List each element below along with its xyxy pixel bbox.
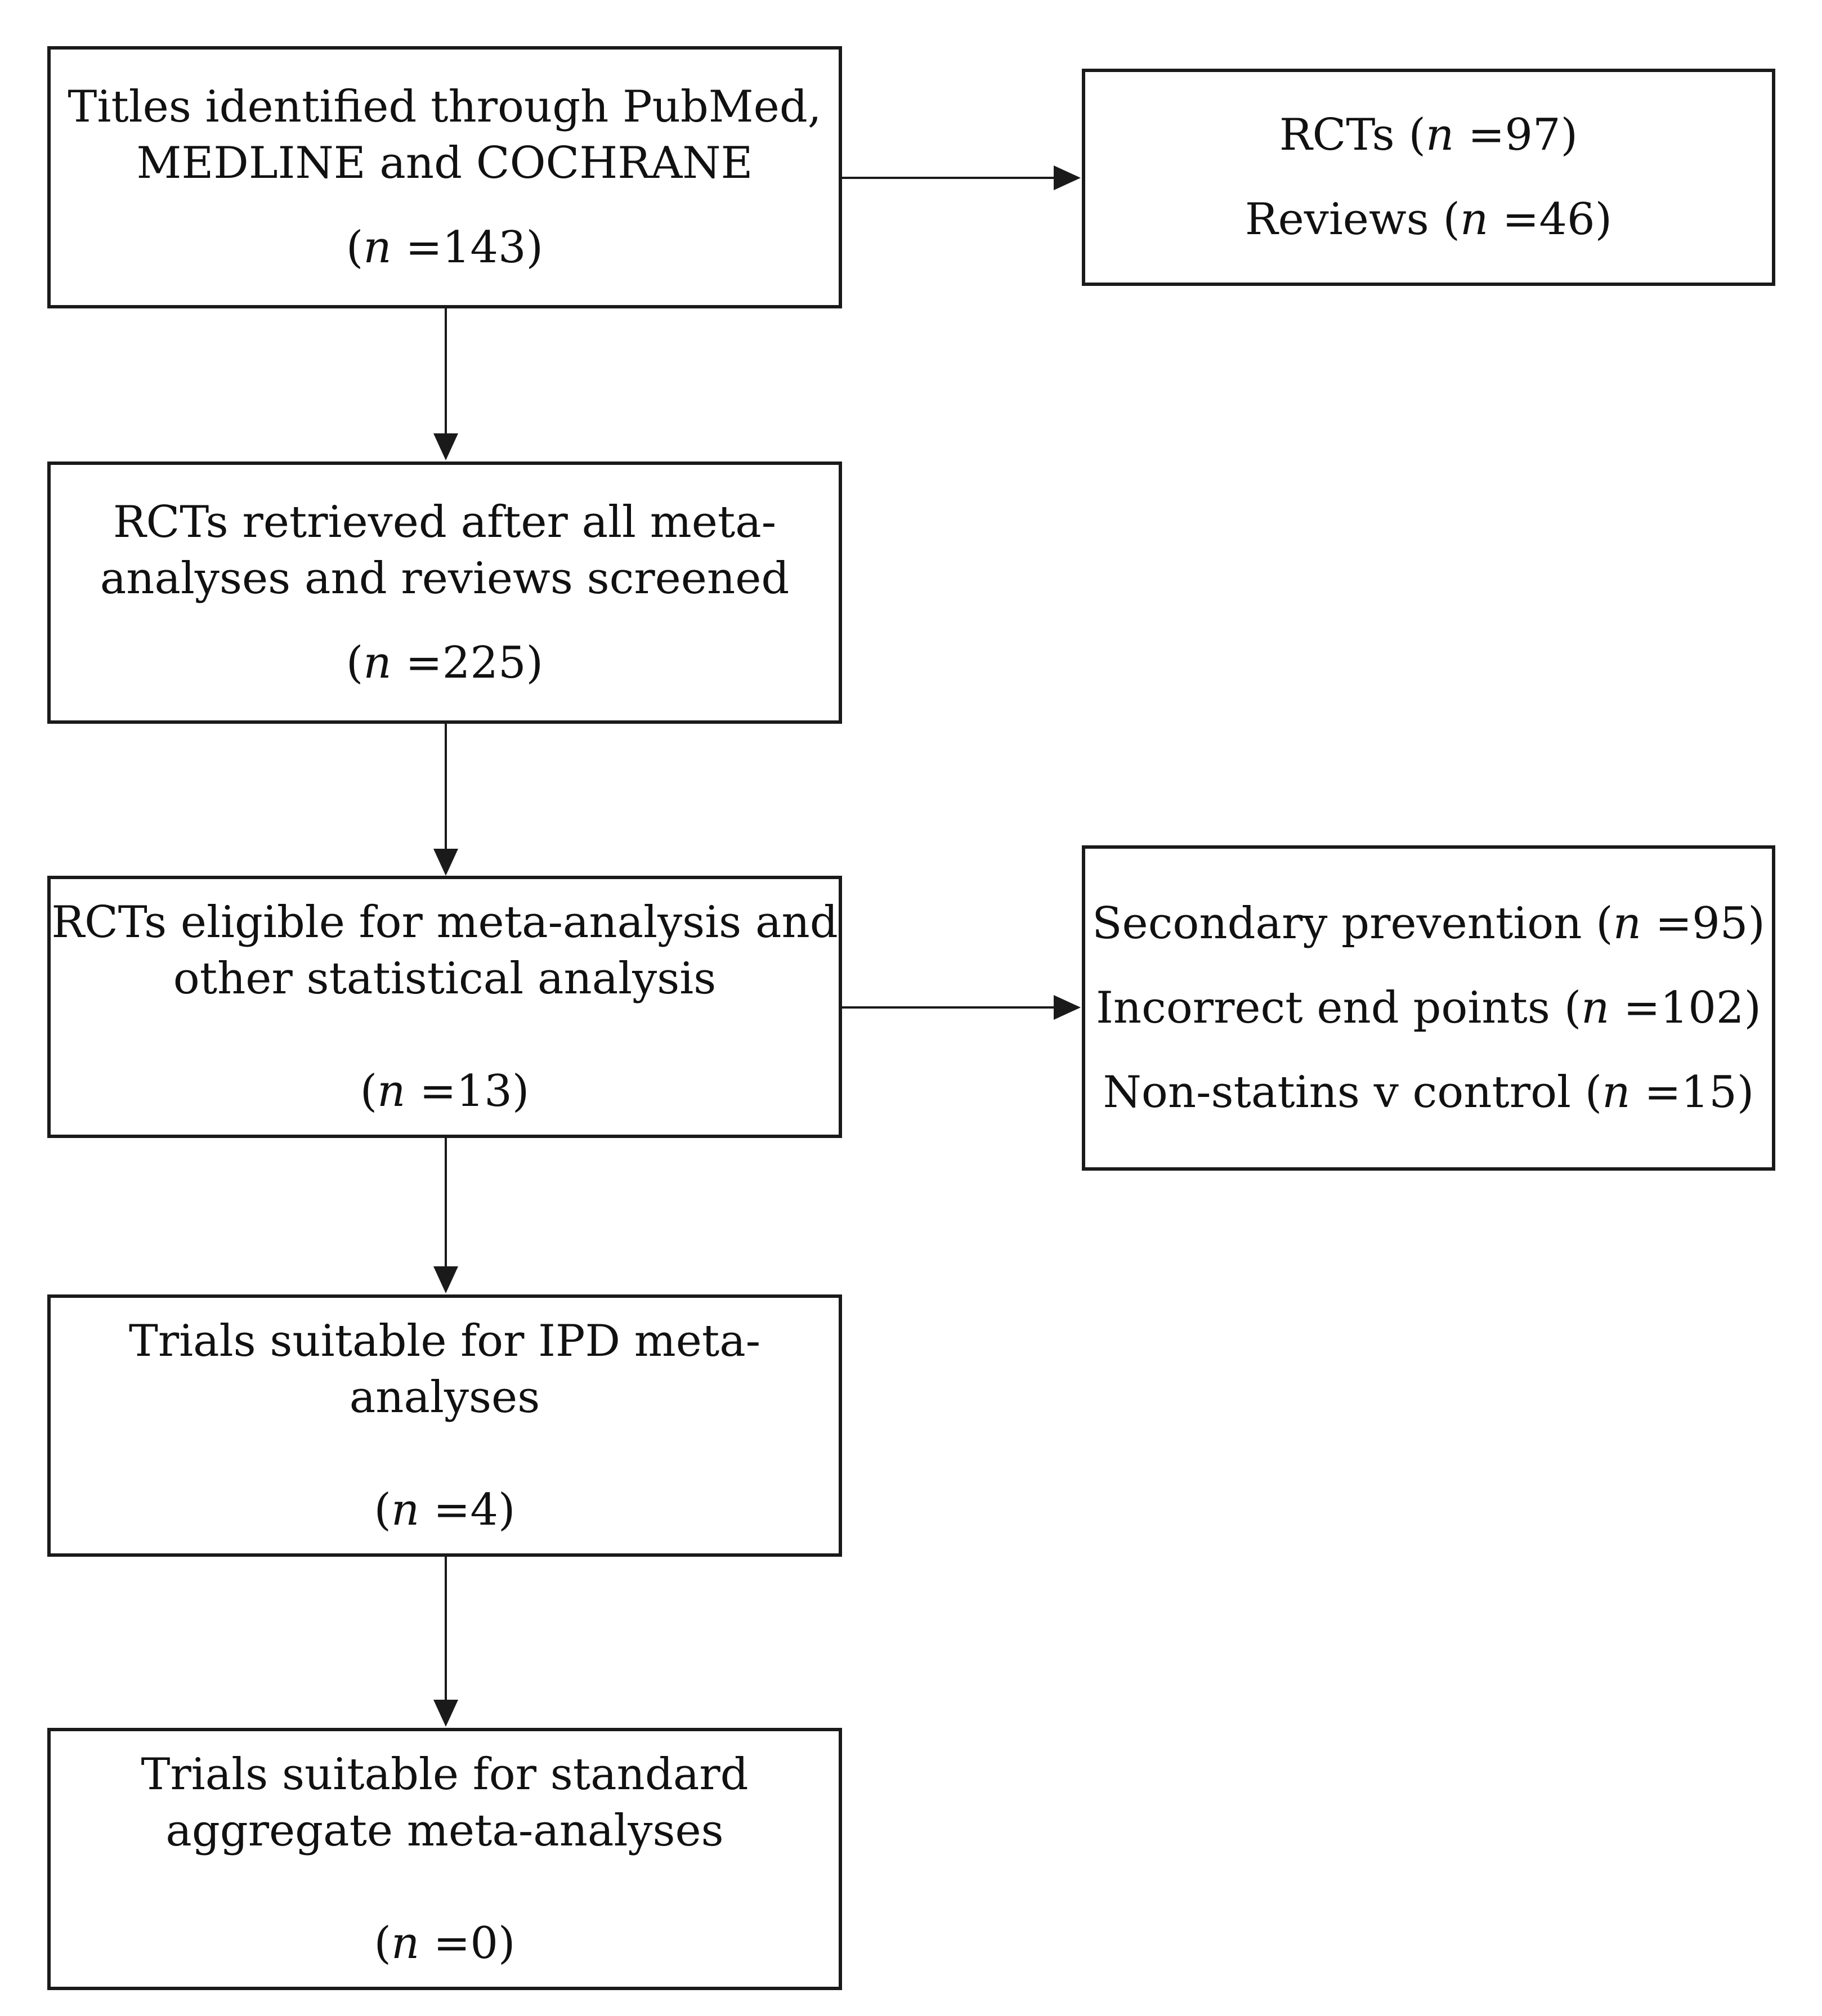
aggregate-label-line-1: Trials suitable for standard [141, 1749, 749, 1800]
n-symbol: n [377, 1066, 406, 1117]
side-arrow-identified-to-excluded [842, 165, 1081, 190]
n-symbol: n [363, 638, 392, 688]
ipd-count: (n =4) [374, 1485, 516, 1535]
excluded-item-count: 46 [1539, 194, 1595, 245]
identified-count-value: 143 [442, 222, 526, 273]
excluded-item-non-statins: Non-statins v control (n =15) [1103, 1067, 1754, 1118]
n-symbol: n [1460, 194, 1489, 245]
excluded-item-label: Non-statins v control [1103, 1067, 1571, 1118]
retrieved-label-line-2: analyses and reviews screened [100, 553, 790, 604]
n-symbol: n [1581, 983, 1610, 1033]
excluded-item-label: Reviews [1244, 194, 1429, 245]
excluded-item-label: Incorrect end points [1096, 983, 1550, 1033]
n-symbol: n [1613, 898, 1641, 949]
retrieved-box: RCTs retrieved after all meta- analyses … [47, 462, 842, 724]
aggregate-count: (n =0) [374, 1918, 516, 1969]
identified-label-line-1: Titles identified through PubMed, [68, 82, 822, 132]
n-symbol: n [1425, 110, 1454, 160]
aggregate-box: Trials suitable for standard aggregate m… [47, 1728, 842, 1990]
down-arrow-eligible-to-ipd [433, 1138, 458, 1293]
excluded-item-reviews: Reviews (n =46) [1244, 194, 1613, 245]
identified-count: (n =143) [346, 222, 544, 273]
ipd-count-value: 4 [470, 1485, 499, 1535]
aggregate-count-value: 0 [470, 1918, 499, 1969]
aggregate-label-line-2: aggregate meta-analyses [165, 1806, 724, 1856]
excluded-box-second: Secondary prevention (n =95) Incorrect e… [1082, 845, 1775, 1171]
excluded-item-count: 15 [1681, 1067, 1737, 1118]
eligible-count: (n =13) [360, 1066, 530, 1117]
excluded-item-count: 102 [1660, 983, 1744, 1033]
eligible-label-line-2: other statistical analysis [173, 953, 717, 1004]
retrieved-count-value: 225 [442, 638, 526, 688]
excluded-item-count: 97 [1505, 110, 1561, 160]
excluded-item-rcts: RCTs (n =97) [1279, 110, 1578, 160]
excluded-item-label: Secondary prevention [1092, 898, 1582, 949]
eligible-label-line-1: RCTs eligible for meta-analysis and [51, 897, 838, 948]
ipd-box: Trials suitable for IPD meta- analyses (… [47, 1294, 842, 1557]
retrieved-count: (n =225) [346, 638, 544, 688]
identified-box: Titles identified through PubMed, MEDLIN… [47, 46, 842, 308]
down-arrow-ipd-to-aggregate [433, 1557, 458, 1727]
ipd-label-line-1: Trials suitable for IPD meta- [128, 1316, 761, 1367]
down-arrow-retrieved-to-eligible [433, 724, 458, 876]
retrieved-label-line-1: RCTs retrieved after all meta- [113, 497, 777, 548]
excluded-item-secondary-prevention: Secondary prevention (n =95) [1092, 898, 1765, 949]
eligible-count-value: 13 [456, 1066, 512, 1117]
n-symbol: n [363, 222, 392, 273]
n-symbol: n [1602, 1067, 1631, 1118]
ipd-label-line-2: analyses [349, 1372, 540, 1423]
n-symbol: n [391, 1485, 420, 1535]
excluded-box-first: RCTs (n =97) Reviews (n =46) [1082, 69, 1775, 286]
down-arrow-identified-to-retrieved [433, 308, 458, 460]
side-arrow-eligible-to-excluded [842, 995, 1081, 1020]
excluded-item-count: 95 [1692, 898, 1748, 949]
identified-label-line-2: MEDLINE and COCHRANE [136, 138, 753, 189]
eligible-box: RCTs eligible for meta-analysis and othe… [47, 876, 842, 1138]
n-symbol: n [391, 1918, 420, 1969]
excluded-item-incorrect-end-points: Incorrect end points (n =102) [1096, 983, 1761, 1033]
excluded-item-label: RCTs [1279, 110, 1395, 160]
